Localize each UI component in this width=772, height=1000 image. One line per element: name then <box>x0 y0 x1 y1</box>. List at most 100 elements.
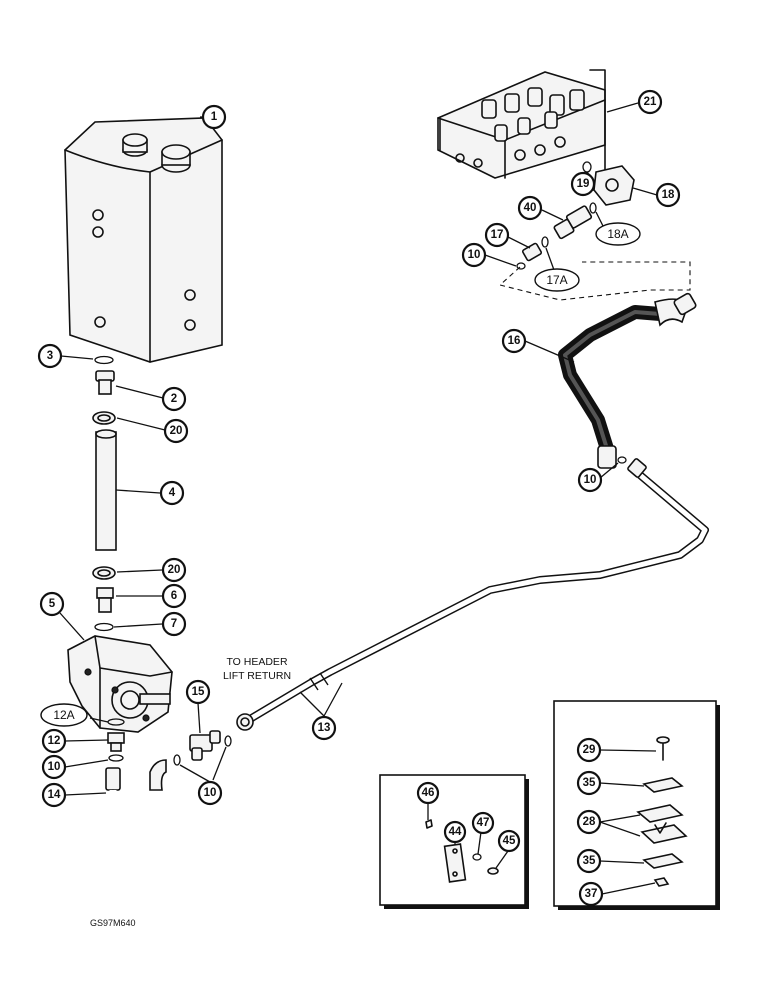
svg-text:7: 7 <box>171 618 177 630</box>
callout-3: 3 <box>37 343 63 369</box>
svg-text:21: 21 <box>644 96 657 108</box>
svg-text:13: 13 <box>318 722 331 734</box>
svg-text:46: 46 <box>422 787 435 799</box>
inset-box-mounting-plate <box>379 774 529 909</box>
callout-17: 17 <box>484 222 510 248</box>
note-line-2: LIFT RETURN <box>223 670 291 682</box>
svg-text:10: 10 <box>584 474 597 486</box>
callout-12a: 12A <box>40 703 88 727</box>
pump-fitting-6 <box>96 587 114 613</box>
o-ring-17a <box>541 236 549 248</box>
svg-text:35: 35 <box>583 855 596 867</box>
hydraulic-pump <box>67 635 173 733</box>
callout-20-lower: 20 <box>161 557 187 583</box>
svg-text:2: 2 <box>171 393 177 405</box>
steel-return-tube-13 <box>236 458 709 731</box>
figure-id: GS97M640 <box>90 918 136 928</box>
o-ring-19 <box>582 161 592 173</box>
callout-18: 18 <box>655 182 681 208</box>
reservoir-tank <box>64 117 223 363</box>
svg-text:6: 6 <box>171 590 177 602</box>
callout-28: 28 <box>576 809 602 835</box>
callout-17a: 17A <box>534 268 580 292</box>
callout-6: 6 <box>161 583 187 609</box>
svg-text:20: 20 <box>168 564 181 576</box>
svg-text:12: 12 <box>48 735 61 747</box>
svg-text:17A: 17A <box>546 273 567 287</box>
callout-10-valve: 10 <box>461 242 487 268</box>
callout-5: 5 <box>39 591 65 617</box>
callout-2: 2 <box>161 386 187 412</box>
svg-text:5: 5 <box>49 598 56 610</box>
svg-text:15: 15 <box>192 686 205 698</box>
o-ring-10-tee-right <box>224 735 232 747</box>
svg-text:10: 10 <box>48 761 61 773</box>
callout-35-lower: 35 <box>576 848 602 874</box>
callout-15: 15 <box>185 679 211 705</box>
connection-dashed-line <box>498 261 691 301</box>
callout-18a: 18A <box>595 222 641 246</box>
inset-box-clamp-assembly <box>553 700 720 910</box>
svg-text:37: 37 <box>585 888 598 900</box>
callout-7: 7 <box>161 611 187 637</box>
o-ring-3 <box>94 355 114 365</box>
callout-46: 46 <box>416 781 440 805</box>
hose-clamp-upper <box>92 411 116 425</box>
o-ring-10-tee-left <box>173 754 181 766</box>
callout-1: 1 <box>201 104 227 130</box>
svg-text:18: 18 <box>662 189 675 201</box>
callout-10-pump: 10 <box>41 754 67 780</box>
valve-block-18 <box>593 165 635 206</box>
flex-hose-16 <box>558 292 697 469</box>
hose-clamp-lower <box>92 566 116 580</box>
svg-text:4: 4 <box>169 487 176 499</box>
callout-47: 47 <box>471 811 495 835</box>
callout-21: 21 <box>637 89 663 115</box>
svg-text:10: 10 <box>204 787 217 799</box>
callout-12: 12 <box>41 728 67 754</box>
tank-fitting-2 <box>95 370 115 395</box>
svg-text:18A: 18A <box>607 227 628 241</box>
callout-10-tee: 10 <box>197 780 223 806</box>
svg-text:20: 20 <box>170 425 183 437</box>
svg-text:45: 45 <box>503 835 516 847</box>
svg-text:44: 44 <box>449 826 462 838</box>
pressure-hose-14 <box>105 759 167 854</box>
svg-text:17: 17 <box>491 229 504 241</box>
callout-35-upper: 35 <box>576 770 602 796</box>
o-ring-10-pump <box>108 754 124 762</box>
callout-20-upper: 20 <box>163 418 189 444</box>
o-ring-10-valve <box>516 262 526 270</box>
svg-text:10: 10 <box>468 249 481 261</box>
o-ring-10-hose <box>617 456 627 464</box>
callout-40: 40 <box>517 195 543 221</box>
adapter-40 <box>553 205 593 240</box>
leader-lines <box>59 102 658 895</box>
svg-text:28: 28 <box>583 816 596 828</box>
adapter-fitting-12 <box>107 732 125 752</box>
svg-text:47: 47 <box>477 817 490 829</box>
callout-44: 44 <box>443 820 467 844</box>
svg-text:40: 40 <box>524 202 537 214</box>
tee-fitting-15 <box>189 730 221 761</box>
svg-text:12A: 12A <box>53 708 74 722</box>
callout-14: 14 <box>41 782 67 808</box>
svg-text:14: 14 <box>48 789 61 801</box>
note-line-1: TO HEADER <box>226 656 287 668</box>
svg-text:29: 29 <box>583 744 596 756</box>
callout-4: 4 <box>159 480 185 506</box>
svg-text:19: 19 <box>577 178 590 190</box>
svg-text:35: 35 <box>583 777 596 789</box>
callout-29: 29 <box>576 737 602 763</box>
o-ring-18a <box>589 202 597 214</box>
control-valve-21 <box>437 69 606 191</box>
callout-13: 13 <box>311 715 337 741</box>
callout-16: 16 <box>501 328 527 354</box>
svg-text:16: 16 <box>508 335 521 347</box>
o-ring-7 <box>94 622 114 632</box>
callout-37: 37 <box>578 881 604 907</box>
callout-45: 45 <box>497 829 521 853</box>
svg-text:3: 3 <box>47 350 53 362</box>
svg-text:1: 1 <box>211 111 218 123</box>
